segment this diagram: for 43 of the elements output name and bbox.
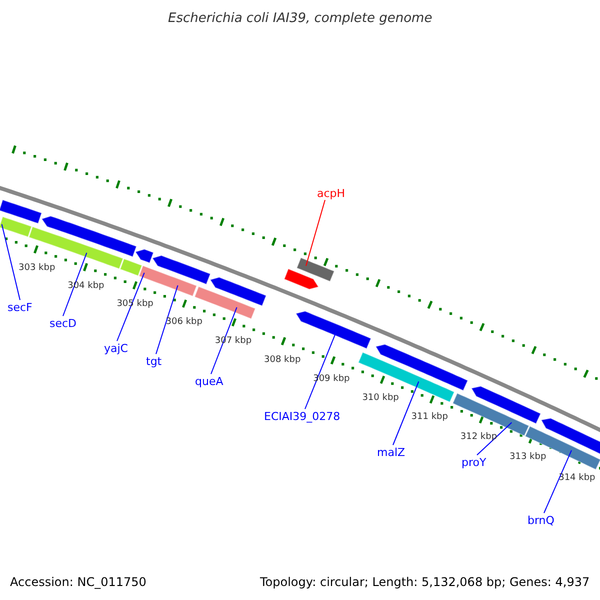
- leader-line: [62, 252, 88, 316]
- leader-line: [544, 450, 572, 514]
- gene-feature: [358, 352, 455, 403]
- accession-text: Accession: NC_011750: [10, 576, 146, 588]
- gene-feature: [524, 426, 600, 470]
- leader-line: [156, 284, 178, 354]
- gene-label: tgt: [146, 356, 162, 366]
- scale-label: 308 kbp: [264, 356, 301, 365]
- leader-line: [304, 332, 337, 410]
- scale-label: 313 kbp: [510, 453, 546, 462]
- gene-feature: [134, 248, 154, 264]
- title: Escherichia coli IAI39, complete genome: [168, 12, 432, 24]
- gene-feature: [120, 258, 143, 276]
- leader-line: [210, 306, 238, 374]
- scale-label: 311 kbp: [411, 413, 448, 422]
- leader-line: [476, 422, 512, 456]
- gene-label: yajC: [104, 342, 128, 354]
- gene-feature: [284, 268, 320, 290]
- gene-feature: [295, 310, 372, 350]
- gene-feature: [210, 276, 267, 306]
- gene-feature: [470, 386, 542, 424]
- scale-label: 314 kbp: [558, 474, 596, 482]
- gene-feature: [0, 199, 42, 224]
- scale-label: 310 kbp: [362, 394, 399, 403]
- gene-feature: [138, 265, 198, 297]
- leader-line: [1, 224, 20, 300]
- genome-summary: Topology: circular; Length: 5,132,068 bp; Genes: 4,937: [260, 576, 590, 588]
- gene-feature: [152, 254, 211, 285]
- gene-label: proY: [462, 456, 486, 468]
- gene-label: queA: [195, 376, 224, 386]
- gene-label: secF: [8, 302, 32, 312]
- gene-label: brnQ: [528, 514, 554, 526]
- gene-label: malZ: [377, 446, 406, 458]
- gene-feature: [41, 216, 138, 258]
- gene-label: ECIAI39_0278: [264, 410, 340, 422]
- gene-feature: [0, 216, 32, 238]
- scale-label: 312 kbp: [460, 433, 498, 442]
- scale-label: 306 kbp: [166, 318, 202, 328]
- gene-feature: [375, 344, 468, 392]
- gene-feature: [296, 257, 335, 282]
- scale-label: 303 kbp: [18, 264, 56, 274]
- gene-label: acpH: [317, 188, 346, 198]
- gene-label: secD: [50, 318, 77, 328]
